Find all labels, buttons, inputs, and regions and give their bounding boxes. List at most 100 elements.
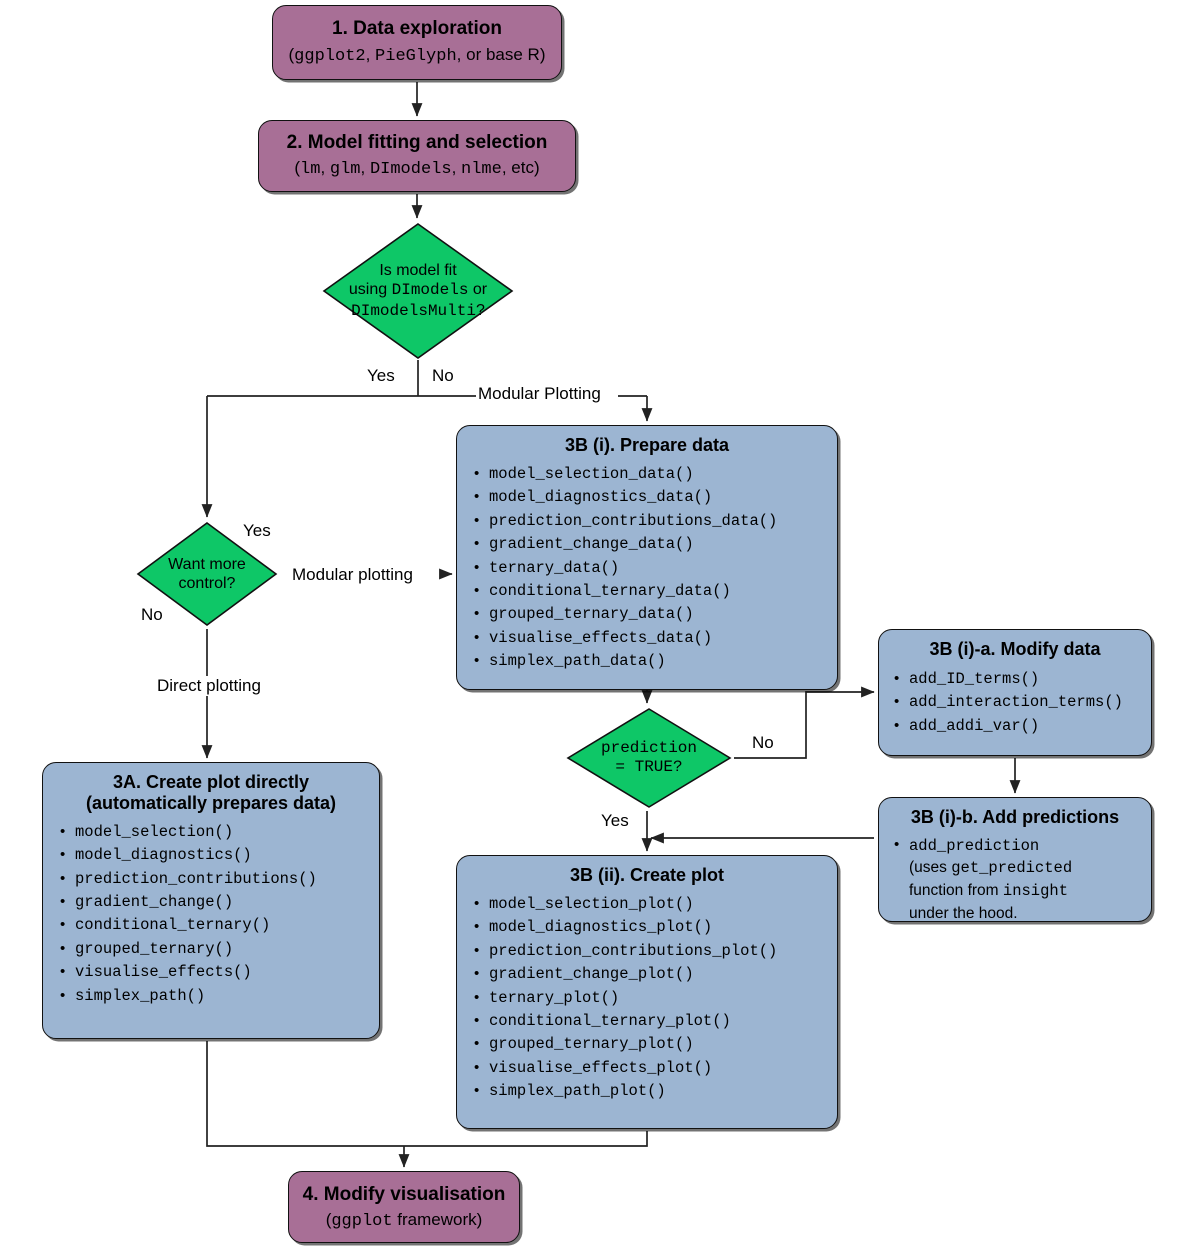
step1-title: 1. Data exploration (332, 18, 502, 39)
edge-step3a-bottom (206, 1041, 404, 1147)
list-item: add_ID_terms() (889, 667, 1141, 691)
node-step-4-modify-visualisation[interactable]: 4. Modify visualisation (ggplot framewor… (288, 1171, 520, 1243)
edge-step3bii-bottom (404, 1131, 648, 1147)
decision1-line2-post: or (468, 281, 488, 299)
node-step-1-data-exploration[interactable]: 1. Data exploration (ggplot2, PieGlyph, … (272, 5, 562, 80)
step2-subtitle: (lm, glm, DImodels, nlme, etc) (259, 158, 575, 180)
step2-sub-post: , etc) (501, 158, 540, 178)
edge-label-modular-plotting-main: Modular Plotting (478, 384, 601, 404)
step4-subtitle: (ggplot framework) (289, 1210, 519, 1232)
list-item: simplex_path() (55, 984, 367, 1008)
step4-sub-pre: ( (325, 1210, 332, 1230)
list-item: conditional_ternary() (55, 913, 367, 937)
node-step-2-model-fitting[interactable]: 2. Model fitting and selection (lm, glm,… (258, 120, 576, 192)
node-step-3bii-create-plot[interactable]: 3B (ii). Create plot model_selection_plo… (456, 855, 838, 1129)
decision1-line2-pre: using (348, 281, 392, 299)
step3a-title-line1: 3A. Create plot directly (112, 772, 310, 792)
decision2-line2: control? (178, 575, 236, 592)
decision2-text: Want more control? (136, 521, 278, 627)
decision1-code-dimodels: DImodels (391, 281, 469, 300)
decision1-line3: DImodelsMulti? (323, 301, 513, 321)
step1-code-pieglyph: PieGlyph (375, 47, 457, 67)
step2-title: 2. Model fitting and selection (286, 132, 548, 153)
list-item: model_selection_data() (469, 462, 825, 486)
list-item: visualise_effects_plot() (469, 1056, 825, 1080)
step3bib-line3-pre: function from (909, 882, 1003, 900)
step2-sub-mid3: , (451, 158, 462, 178)
decision3-line1: prediction (600, 738, 697, 757)
step3bib-line3: function from insight (909, 880, 1141, 903)
node-step-3a-create-plot-directly[interactable]: 3A. Create plot directly (automatically … (42, 762, 380, 1039)
step3bib-title: 3B (i)-b. Add predictions (910, 807, 1120, 827)
decision2-line1: Want more (168, 555, 246, 573)
step3bib-line2-pre: (uses (909, 859, 952, 877)
list-item: prediction_contributions_data() (469, 509, 825, 533)
list-item: gradient_change() (55, 890, 367, 914)
step3bia-title: 3B (i)-a. Modify data (929, 639, 1101, 659)
list-item: model_selection_plot() (469, 892, 825, 916)
step2-code-dimodels: DImodels (369, 160, 452, 180)
step3bib-body: add_prediction (uses get_predicted funct… (889, 834, 1141, 925)
step3bib-line2: (uses get_predicted (909, 857, 1141, 880)
list-item: ternary_plot() (469, 985, 825, 1010)
list-item: grouped_ternary_data() (469, 602, 825, 626)
step4-code-ggplot: ggplot (331, 1212, 393, 1232)
step2-sub-mid2: , (360, 158, 370, 178)
edge-label-no-decision1: No (432, 366, 454, 386)
step2-code-lm: lm (300, 160, 321, 180)
step3a-function-list: model_selection() model_diagnostics() pr… (55, 820, 367, 1008)
step3bib-code-insight: insight (1002, 882, 1069, 901)
step2-code-glm: glm (329, 160, 361, 180)
step1-sub-pre: ( (288, 45, 295, 65)
decision-want-more-control[interactable]: Want more control? (136, 521, 278, 627)
decision3-text: prediction = TRUE? (566, 707, 732, 809)
node-step-3bi-a-modify-data[interactable]: 3B (i)-a. Modify data add_ID_terms() add… (878, 629, 1152, 756)
step4-title: 4. Modify visualisation (302, 1184, 506, 1205)
list-item: ternary_data() (469, 555, 825, 580)
step3a-title-line2: (automatically prepares data) (85, 792, 337, 813)
edge-label-yes-decision3: Yes (601, 811, 629, 831)
step1-subtitle: (ggplot2, PieGlyph, or base R) (273, 45, 561, 67)
list-item: simplex_path_data() (469, 649, 825, 673)
decision-prediction-true[interactable]: prediction = TRUE? (566, 707, 732, 809)
list-item: conditional_ternary_data() (469, 579, 825, 603)
list-item: grouped_ternary_plot() (469, 1032, 825, 1056)
list-item: model_diagnostics() (55, 843, 367, 867)
node-step-3bi-prepare-data[interactable]: 3B (i). Prepare data model_selection_dat… (456, 425, 838, 690)
step2-sub-pre: ( (294, 158, 301, 178)
list-item: grouped_ternary() (55, 937, 367, 961)
list-item: gradient_change_plot() (469, 962, 825, 986)
node-step-3bi-b-add-predictions[interactable]: 3B (i)-b. Add predictions add_prediction… (878, 797, 1152, 922)
step2-sub-mid1: , (320, 158, 330, 178)
edge-label-modular-plotting: Modular plotting (292, 565, 413, 585)
list-item: add_interaction_terms() (889, 690, 1141, 714)
decision1-line3-post: ? (475, 301, 485, 319)
decision1-code-dimodelsmulti: DImodelsMulti (351, 301, 476, 320)
step3bib-code-get-predicted: get_predicted (951, 859, 1073, 878)
decision3-shape (566, 708, 732, 808)
decision2-shape (136, 522, 278, 626)
step3bia-function-list: add_ID_terms() add_interaction_terms() a… (889, 667, 1141, 738)
decision-model-fit-dimodels[interactable]: Is model fit using DImodels or DImodelsM… (322, 222, 514, 360)
step3bii-title: 3B (ii). Create plot (569, 865, 725, 885)
step1-sub-mid: , (365, 45, 376, 65)
edge-decision3-no-step3bia (734, 686, 875, 759)
decision1-line2: using DImodels or (323, 280, 513, 300)
step3bib-code-add-prediction: add_prediction (909, 836, 1040, 855)
list-item: visualise_effects_data() (469, 626, 825, 650)
edge-label-yes-decision2: Yes (243, 521, 271, 541)
list-item: model_selection() (55, 820, 367, 844)
decision1-line1: Is model fit (379, 262, 457, 280)
list-item: model_diagnostics_data() (469, 485, 825, 509)
step3bii-function-list: model_selection_plot() model_diagnostics… (469, 892, 825, 1104)
list-item: visualise_effects() (55, 960, 367, 984)
list-item: conditional_ternary_plot() (469, 1009, 825, 1033)
decision1-text: Is model fit using DImodels or DImodelsM… (322, 222, 514, 360)
list-item: model_diagnostics_plot() (469, 915, 825, 939)
decision1-shape (322, 223, 514, 359)
list-item: prediction_contributions() (55, 867, 367, 891)
edge-label-no-decision2: No (141, 605, 163, 625)
edge-label-yes-decision1: Yes (367, 366, 395, 386)
list-item: add_addi_var() (889, 714, 1141, 738)
